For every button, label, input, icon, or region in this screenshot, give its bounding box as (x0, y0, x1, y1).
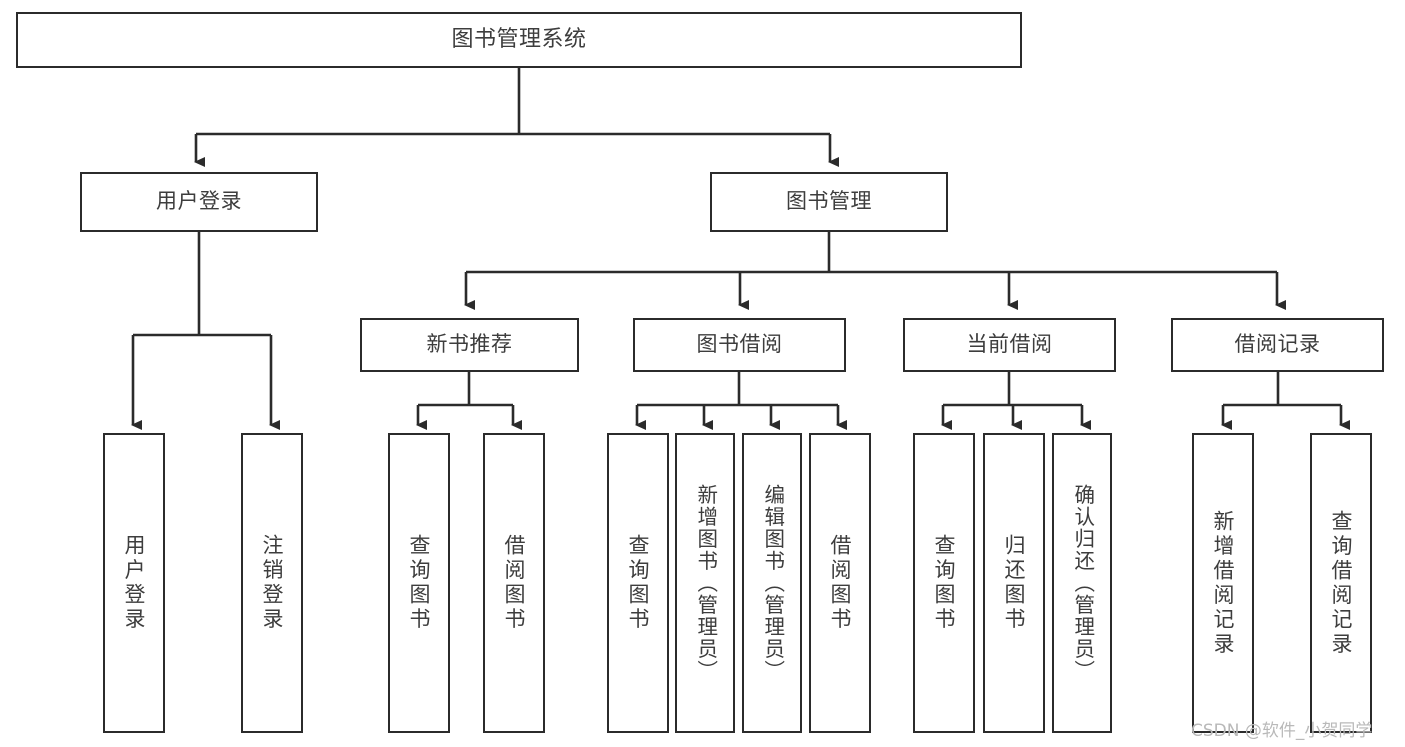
node-new-book-recommend[interactable]: 新书推荐 (360, 318, 579, 372)
leaf-borrow-query-book[interactable]: 查询图书 (607, 433, 669, 733)
leaf-current-return-book[interactable]: 归还图书 (983, 433, 1045, 733)
node-label: 编辑图书（管理员） (760, 484, 785, 682)
node-user-login[interactable]: 用户登录 (80, 172, 318, 232)
leaf-recommend-query-book[interactable]: 查询图书 (388, 433, 450, 733)
node-label: 归还图书 (1002, 534, 1027, 632)
node-label: 借阅图书 (502, 534, 527, 632)
node-borrow-record[interactable]: 借阅记录 (1171, 318, 1384, 372)
node-book-management[interactable]: 图书管理 (710, 172, 948, 232)
node-label: 借阅图书 (828, 534, 853, 632)
node-label: 图书管理 (786, 189, 872, 214)
node-label: 新书推荐 (426, 332, 513, 357)
leaf-record-add-record[interactable]: 新增借阅记录 (1192, 433, 1254, 733)
node-label: 用户登录 (156, 189, 242, 214)
node-label: 新增图书（管理员） (693, 484, 718, 682)
node-label: 用户登录 (122, 534, 147, 632)
node-label: 新增借阅记录 (1211, 509, 1236, 657)
node-label: 查询图书 (407, 534, 432, 632)
node-label: 图书管理系统 (451, 26, 587, 52)
leaf-user-login-signout[interactable]: 注销登录 (241, 433, 303, 733)
node-label: 注销登录 (260, 534, 285, 632)
node-root-system[interactable]: 图书管理系统 (16, 12, 1022, 68)
leaf-user-login-signin[interactable]: 用户登录 (103, 433, 165, 733)
node-label: 图书借阅 (696, 332, 783, 357)
node-label: 当前借阅 (966, 332, 1053, 357)
leaf-borrow-borrow-book[interactable]: 借阅图书 (809, 433, 871, 733)
node-label: 确认归还（管理员） (1070, 484, 1095, 682)
node-current-borrow[interactable]: 当前借阅 (903, 318, 1116, 372)
leaf-recommend-borrow-book[interactable]: 借阅图书 (483, 433, 545, 733)
leaf-borrow-add-book-admin[interactable]: 新增图书（管理员） (675, 433, 735, 733)
watermark-text: CSDN @软件_小贺同学 (1191, 721, 1373, 741)
node-book-borrow[interactable]: 图书借阅 (633, 318, 846, 372)
node-label: 查询图书 (626, 534, 651, 632)
leaf-record-query-record[interactable]: 查询借阅记录 (1310, 433, 1372, 733)
leaf-current-query-book[interactable]: 查询图书 (913, 433, 975, 733)
node-label: 查询借阅记录 (1329, 509, 1354, 657)
node-label: 查询图书 (932, 534, 957, 632)
leaf-borrow-edit-book-admin[interactable]: 编辑图书（管理员） (742, 433, 802, 733)
leaf-current-confirm-return-admin[interactable]: 确认归还（管理员） (1052, 433, 1112, 733)
node-label: 借阅记录 (1234, 332, 1321, 357)
